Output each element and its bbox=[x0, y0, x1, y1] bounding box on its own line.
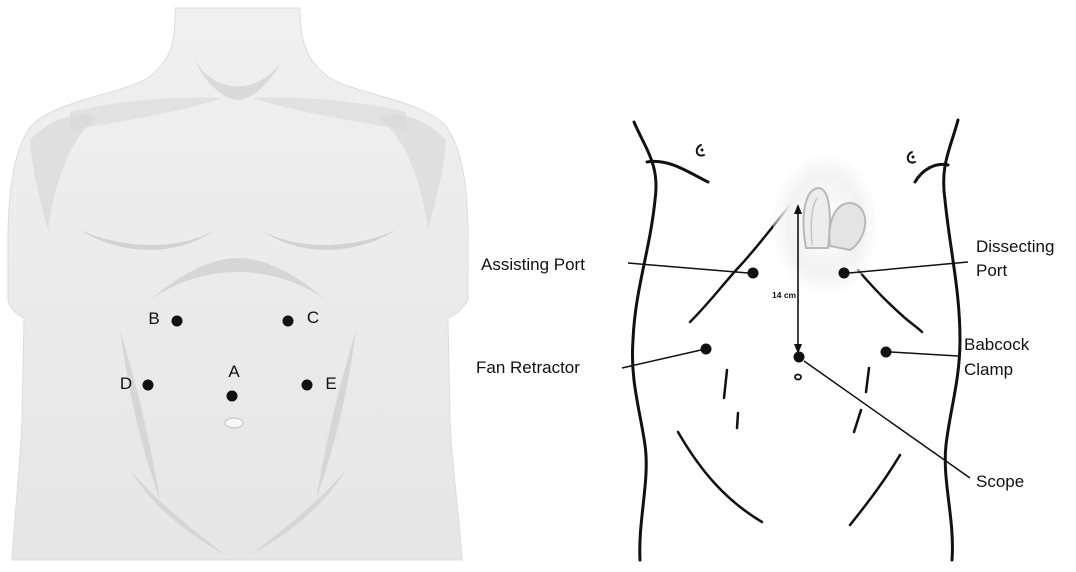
scope-dot bbox=[794, 352, 805, 363]
dissecting-port-dot bbox=[839, 268, 850, 279]
navel bbox=[225, 418, 243, 428]
label-dissecting-port-line1: Dissecting bbox=[976, 237, 1054, 256]
label-babcock-clamp-line1: Babcock bbox=[964, 335, 1030, 354]
leader-babcock-clamp bbox=[891, 352, 958, 356]
label-fan-retractor: Fan Retractor bbox=[476, 358, 580, 377]
left-nipple-dot bbox=[701, 149, 704, 152]
leader-scope bbox=[804, 361, 970, 478]
left-abdominal-mark-1 bbox=[724, 370, 727, 398]
babcock-clamp-dot bbox=[881, 347, 892, 358]
assisting-port-dot bbox=[748, 268, 759, 279]
label-assisting-port: Assisting Port bbox=[481, 255, 585, 274]
port-dot-e bbox=[302, 380, 313, 391]
right-panel-right-outline bbox=[944, 120, 960, 560]
left-torso-illustration: A B C D E bbox=[8, 8, 468, 560]
leader-assisting-port bbox=[628, 263, 748, 273]
port-label-b: B bbox=[148, 309, 159, 328]
left-abdominal-mark-2 bbox=[737, 413, 738, 428]
measurement-label: 14 cm bbox=[772, 290, 797, 300]
right-costal-line bbox=[858, 270, 922, 332]
label-scope: Scope bbox=[976, 472, 1024, 491]
label-babcock-clamp-line2: Clamp bbox=[964, 360, 1013, 379]
port-label-a: A bbox=[228, 362, 240, 381]
right-abdominal-mark-1 bbox=[866, 368, 869, 392]
port-dot-d bbox=[143, 380, 154, 391]
port-label-e: E bbox=[325, 374, 336, 393]
port-label-d: D bbox=[120, 374, 132, 393]
port-dot-b bbox=[172, 316, 183, 327]
right-panel-left-outline bbox=[632, 122, 656, 560]
umbilicus-mark bbox=[795, 375, 801, 380]
port-label-c: C bbox=[307, 308, 319, 327]
port-dot-a bbox=[227, 391, 238, 402]
port-dot-c bbox=[283, 316, 294, 327]
label-dissecting-port-line2: Port bbox=[976, 261, 1007, 280]
right-nipple-dot bbox=[912, 156, 915, 159]
right-inguinal-curve bbox=[850, 455, 900, 525]
liver-retractor-illustration bbox=[773, 155, 877, 295]
right-abdominal-mark-2 bbox=[854, 410, 861, 432]
fan-retractor-dot bbox=[701, 344, 712, 355]
left-inguinal-curve bbox=[678, 432, 762, 522]
